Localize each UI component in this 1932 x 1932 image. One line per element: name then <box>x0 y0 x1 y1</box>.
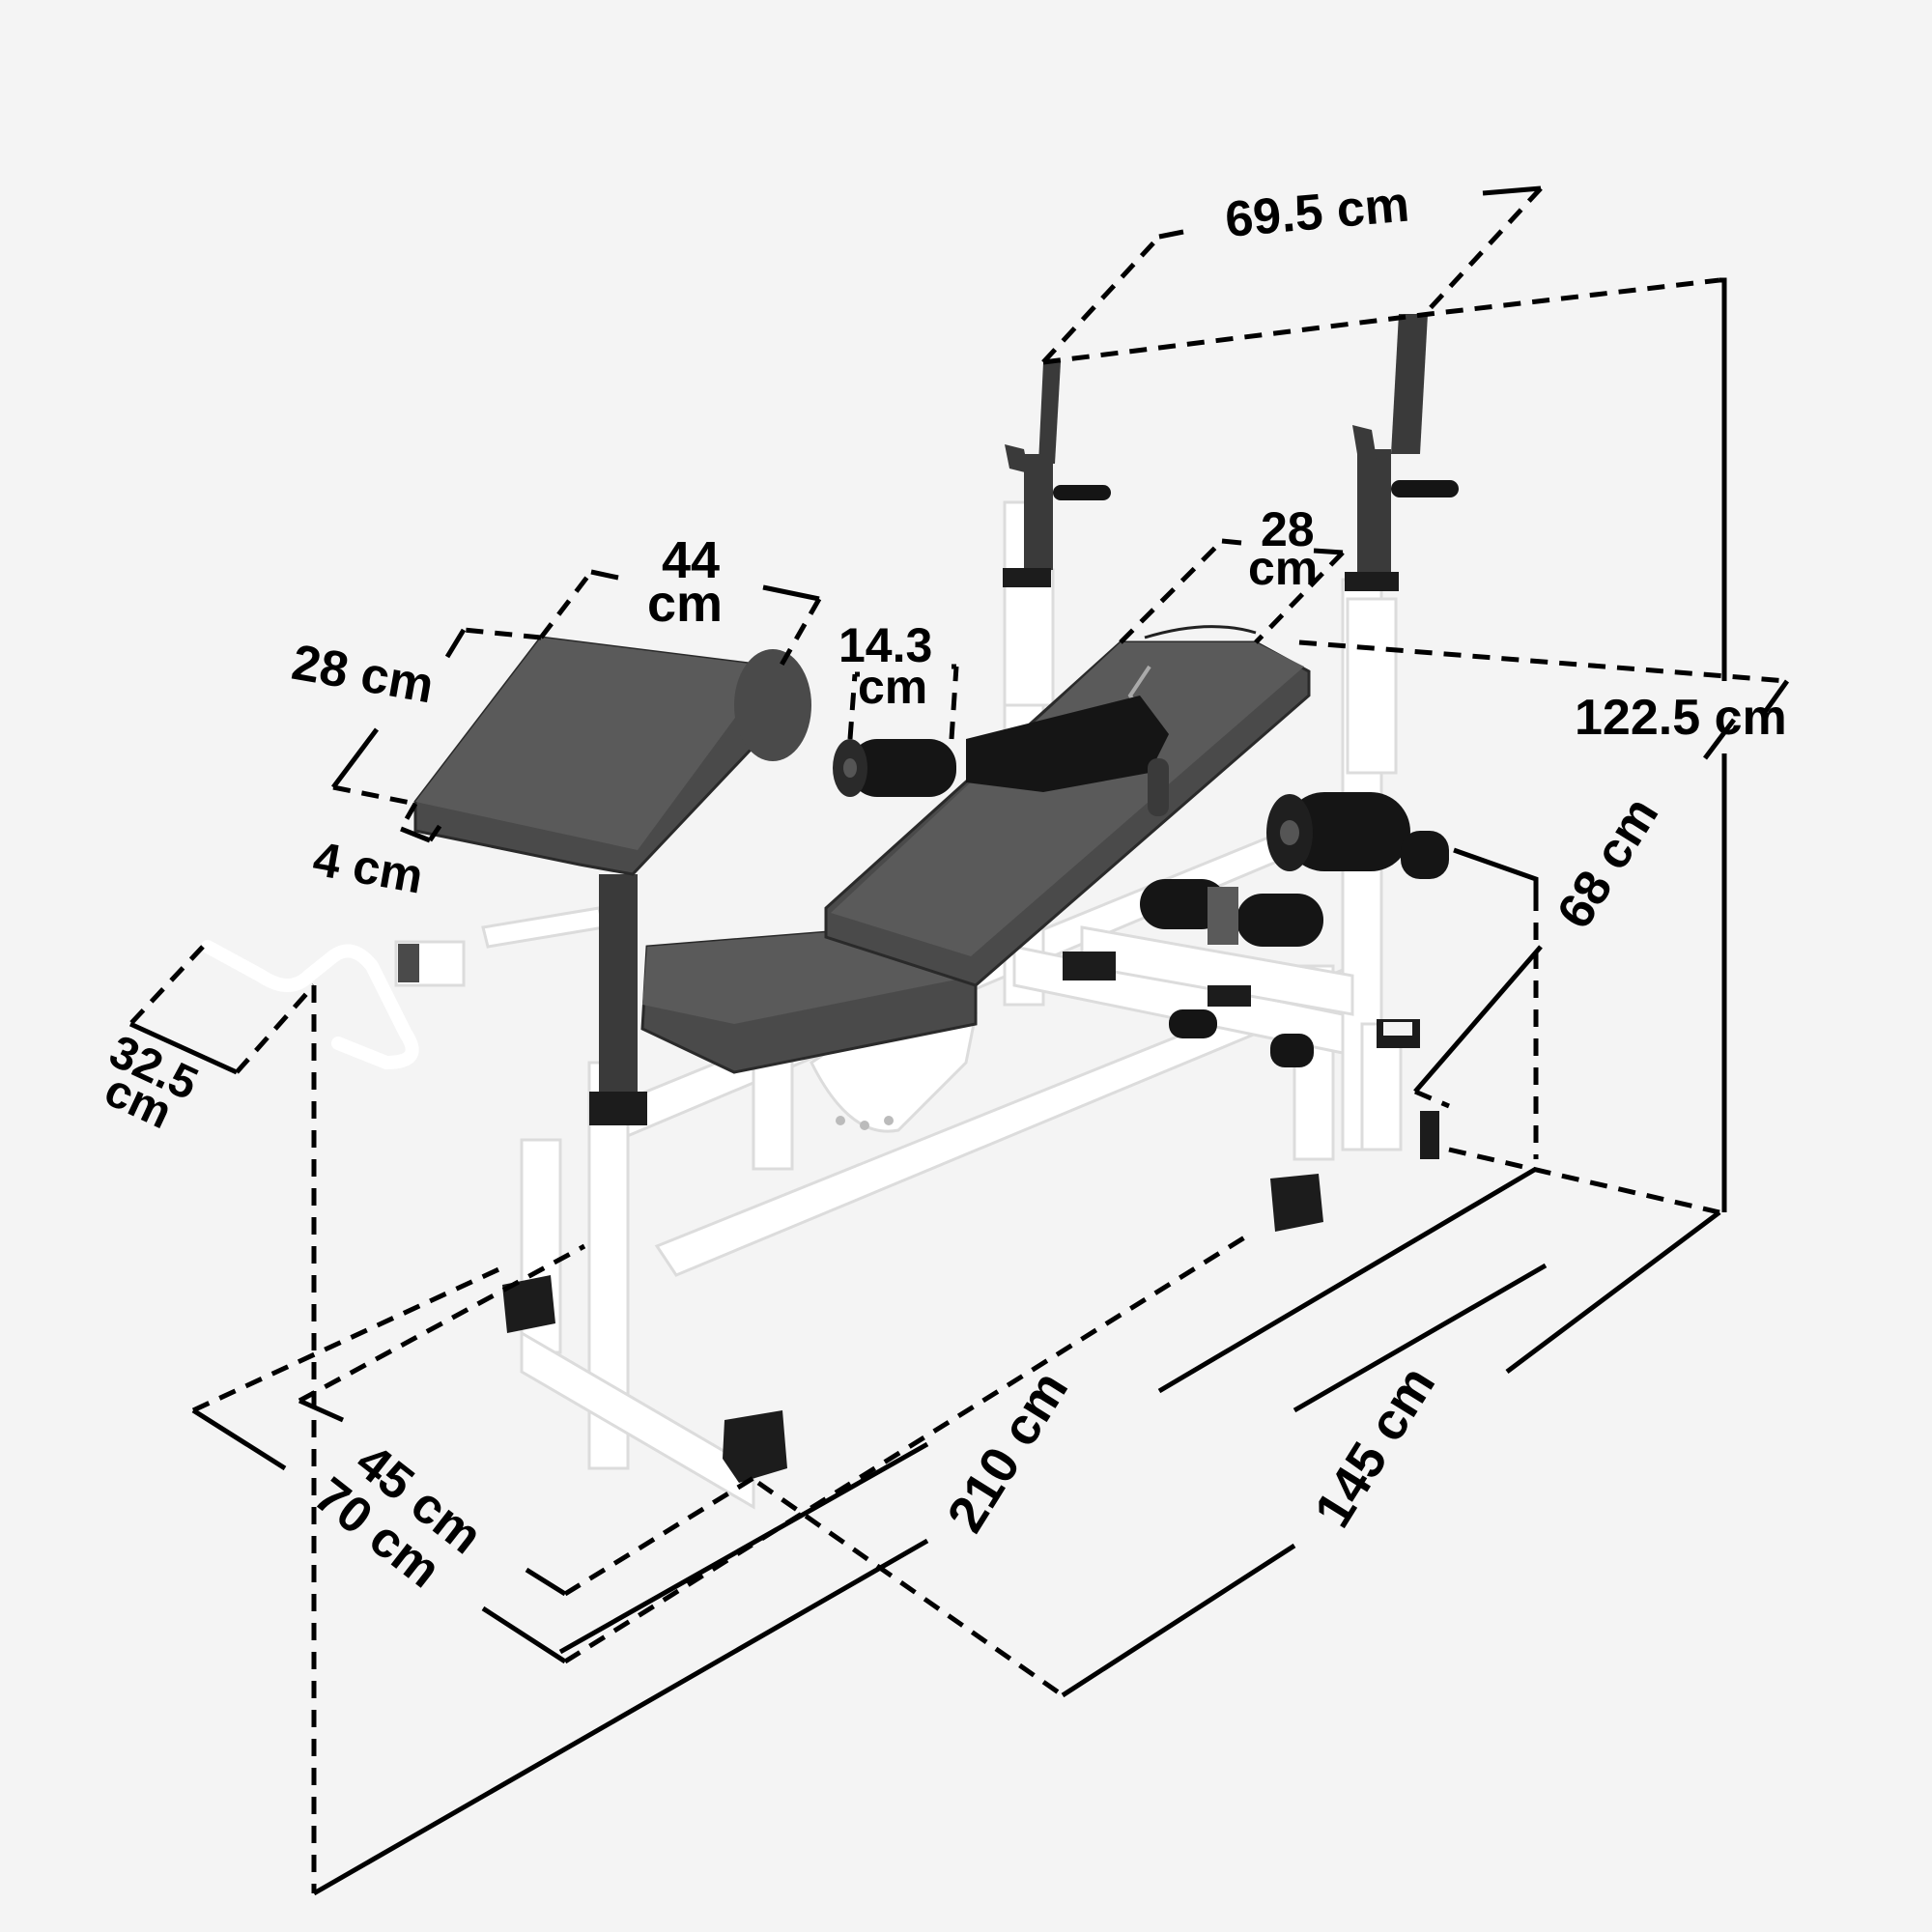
label-total-height: 122.5 cm <box>1575 690 1787 746</box>
label-preacher-depth: 28 cm <box>288 635 438 715</box>
dimension-lines <box>128 185 1790 1896</box>
label-roller-length-value: 14.3 <box>838 618 932 672</box>
weight-bench-illustration <box>201 314 1459 1510</box>
label-bench-length: 210 cm <box>936 1361 1079 1542</box>
preacher-curl-station <box>413 636 811 1125</box>
leg-developer <box>833 696 1449 1067</box>
label-backrest-width-value: 28 <box>1261 502 1315 556</box>
label-preacher-thickness: 4 cm <box>309 832 427 904</box>
frame-feet <box>502 952 1439 1483</box>
label-total-depth: 145 cm <box>1303 1356 1446 1537</box>
label-backrest-width-unit: cm <box>1248 541 1318 595</box>
label-preacher-length-unit: cm <box>647 575 723 633</box>
label-roller-length-unit: cm <box>858 660 927 714</box>
label-leg-developer-height: 68 cm <box>1547 788 1669 939</box>
label-preacher-length-value: 44 <box>662 531 720 589</box>
barbell-rack <box>1003 314 1459 775</box>
label-rack-width: 69.5 cm <box>1223 177 1411 248</box>
curl-bar <box>201 940 419 1070</box>
